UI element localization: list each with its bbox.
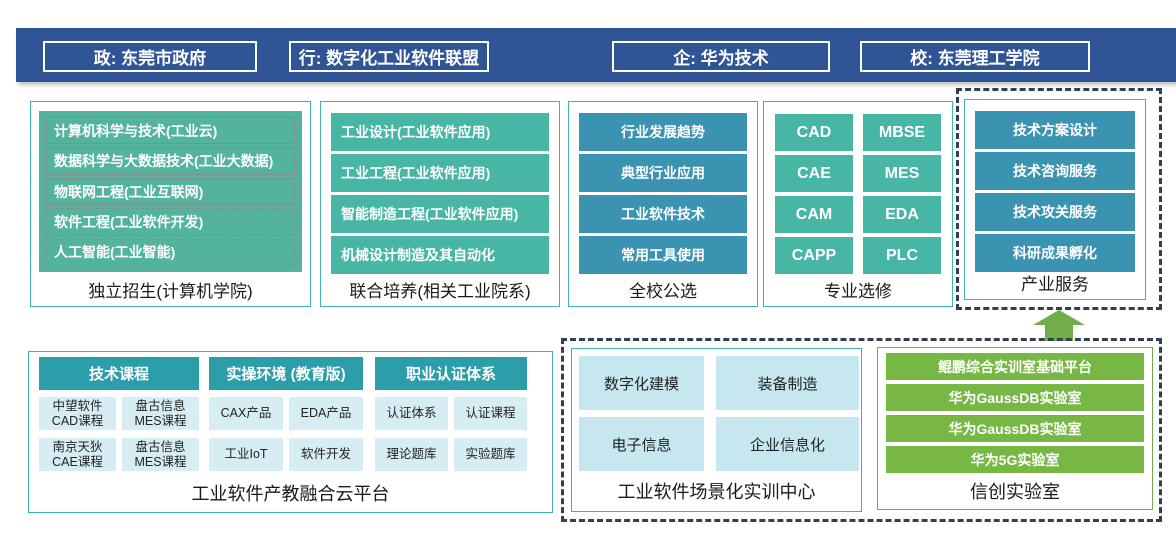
elective-tool-item: CAPP — [775, 237, 853, 274]
lab-cell: 华为GaussDB实验室 — [886, 384, 1144, 411]
industry-services-dashed-container — [956, 88, 1162, 310]
major-item: 数据科学与大数据技术(工业大数据) — [46, 147, 295, 175]
certification-group: 职业认证体系 认证体系 认证课程 理论题库 实验题库 — [375, 357, 527, 471]
practice-env-group: 实操环境 (教育版) CAX产品 EDA产品 工业IoT 软件开发 — [209, 357, 363, 471]
cert-cell: 理论题库 — [375, 438, 448, 471]
joint-major-item: 工业工程(工业软件应用) — [331, 154, 549, 192]
header-box-industry-alliance: 行: 数字化工业软件联盟 — [289, 41, 489, 72]
lab-cells: 鲲鹏综合实训室基础平台 华为GaussDB实验室 华为GaussDB实验室 华为… — [886, 353, 1144, 473]
partners-header-bar: 政: 东莞市政府 行: 数字化工业软件联盟 企: 华为技术 校: 东莞理工学院 — [16, 28, 1176, 82]
joint-majors-stack: 工业设计(工业软件应用) 工业工程(工业软件应用) 智能制造工程(工业软件应用)… — [331, 113, 549, 274]
practice-env-header: 实操环境 (教育版) — [209, 357, 363, 390]
cert-cell: 认证体系 — [375, 397, 448, 430]
cloud-platform-box: 技术课程 中望软件 CAD课程 盘古信息 MES课程 南京天狄 CAE课程 盘古… — [28, 351, 553, 513]
joint-major-item: 智能制造工程(工业软件应用) — [331, 195, 549, 233]
training-center-footer: 工业软件场景化实训中心 — [617, 482, 816, 502]
cert-cell: 认证课程 — [454, 397, 527, 430]
xinchuang-lab-footer: 信创实验室 — [970, 482, 1060, 502]
env-cell: CAX产品 — [209, 397, 283, 430]
cert-cell: 实验题库 — [454, 438, 527, 471]
service-item: 科研成果孵化 — [975, 234, 1135, 272]
column-professional-electives: CAD MBSE CAE MES CAM EDA CAPP PLC 专业选修 — [763, 101, 953, 307]
training-cell: 装备制造 — [716, 356, 859, 410]
tech-courses-group: 技术课程 中望软件 CAD课程 盘古信息 MES课程 南京天狄 CAE课程 盘古… — [39, 357, 199, 471]
elective-tool-item: PLC — [863, 237, 941, 274]
header-box-enterprise: 企: 华为技术 — [612, 41, 830, 72]
elective-tool-item: EDA — [863, 196, 941, 233]
major-item: 人工智能(工业智能) — [46, 238, 295, 267]
service-item: 技术攻关服务 — [975, 193, 1135, 231]
tech-courses-header: 技术课程 — [39, 357, 199, 390]
header-label-enterprise: 企: 华为技术 — [673, 49, 769, 68]
column-footer-industry-services: 产业服务 — [1021, 275, 1089, 294]
header-label-university: 校: 东莞理工学院 — [910, 49, 1040, 68]
major-item: 计算机科学与技术(工业云) — [46, 117, 295, 145]
header-box-government: 政: 东莞市政府 — [43, 41, 257, 72]
course-cell: 中望软件 CAD课程 — [39, 397, 116, 430]
elective-item: 行业发展趋势 — [579, 113, 747, 151]
training-cells: 数字化建模 装备制造 电子信息 企业信息化 — [579, 356, 859, 471]
elective-tool-item: CAE — [775, 155, 853, 192]
elective-item: 常用工具使用 — [579, 236, 747, 274]
column-joint-cultivation: 工业设计(工业软件应用) 工业工程(工业软件应用) 智能制造工程(工业软件应用)… — [320, 101, 560, 307]
column-footer-independent-enrollment: 独立招生(计算机学院) — [88, 282, 253, 301]
training-cell: 数字化建模 — [579, 356, 704, 410]
course-cell: 盘古信息 MES课程 — [122, 397, 199, 430]
lab-cell: 华为GaussDB实验室 — [886, 415, 1144, 442]
xinchuang-lab-box: 鲲鹏综合实训室基础平台 华为GaussDB实验室 华为GaussDB实验室 华为… — [877, 347, 1153, 510]
elective-tool-item: CAM — [775, 196, 853, 233]
services-stack: 技术方案设计 技术咨询服务 技术攻关服务 科研成果孵化 — [975, 111, 1135, 272]
column-footer-campus-electives: 全校公选 — [629, 282, 697, 301]
electives-stack: 行业发展趋势 典型行业应用 工业软件技术 常用工具使用 — [579, 113, 747, 274]
elective-item: 典型行业应用 — [579, 154, 747, 192]
certification-header: 职业认证体系 — [375, 357, 527, 390]
major-item: 软件工程(工业软件开发) — [46, 208, 295, 236]
joint-major-item: 工业设计(工业软件应用) — [331, 113, 549, 151]
header-label-industry-alliance: 行: 数字化工业软件联盟 — [298, 49, 480, 68]
env-cell: EDA产品 — [289, 397, 363, 430]
cloud-platform-footer: 工业软件产教融合云平台 — [191, 484, 390, 504]
service-item: 技术方案设计 — [975, 111, 1135, 149]
elective-tool-item: MES — [863, 155, 941, 192]
column-footer-joint-cultivation: 联合培养(相关工业院系) — [349, 282, 531, 301]
header-label-government: 政: 东莞市政府 — [93, 49, 207, 68]
env-cell: 工业IoT — [209, 438, 283, 471]
column-footer-professional-electives: 专业选修 — [824, 282, 892, 301]
course-cell: 盘古信息 MES课程 — [122, 438, 199, 471]
lab-cell: 华为5G实验室 — [886, 446, 1144, 473]
header-box-university: 校: 东莞理工学院 — [860, 41, 1090, 72]
training-lab-dashed-container — [561, 338, 1162, 522]
elective-item: 工业软件技术 — [579, 195, 747, 233]
joint-major-item: 机械设计制造及其自动化 — [331, 236, 549, 274]
up-arrow-icon — [1027, 310, 1091, 341]
column-independent-enrollment: 计算机科学与技术(工业云) 数据科学与大数据技术(工业大数据) 物联网工程(工业… — [30, 101, 311, 307]
service-item: 技术咨询服务 — [975, 152, 1135, 190]
professional-electives-grid: CAD MBSE CAE MES CAM EDA CAPP PLC — [775, 114, 941, 274]
column-industry-services: 技术方案设计 技术咨询服务 技术攻关服务 科研成果孵化 产业服务 — [964, 99, 1146, 300]
elective-tool-item: MBSE — [863, 114, 941, 151]
practice-env-cells: CAX产品 EDA产品 工业IoT 软件开发 — [209, 397, 363, 471]
training-cell: 电子信息 — [579, 417, 704, 471]
env-cell: 软件开发 — [289, 438, 363, 471]
course-cell: 南京天狄 CAE课程 — [39, 438, 116, 471]
column-campus-electives: 行业发展趋势 典型行业应用 工业软件技术 常用工具使用 全校公选 — [568, 101, 758, 307]
tech-courses-cells: 中望软件 CAD课程 盘古信息 MES课程 南京天狄 CAE课程 盘古信息 ME… — [39, 397, 199, 471]
majors-green-container: 计算机科学与技术(工业云) 数据科学与大数据技术(工业大数据) 物联网工程(工业… — [39, 111, 302, 272]
elective-tool-item: CAD — [775, 114, 853, 151]
major-item: 物联网工程(工业互联网) — [46, 177, 295, 206]
certification-cells: 认证体系 认证课程 理论题库 实验题库 — [375, 397, 527, 471]
training-center-box: 数字化建模 装备制造 电子信息 企业信息化 工业软件场景化实训中心 — [571, 348, 862, 512]
lab-cell: 鲲鹏综合实训室基础平台 — [886, 353, 1144, 380]
training-cell: 企业信息化 — [716, 417, 859, 471]
